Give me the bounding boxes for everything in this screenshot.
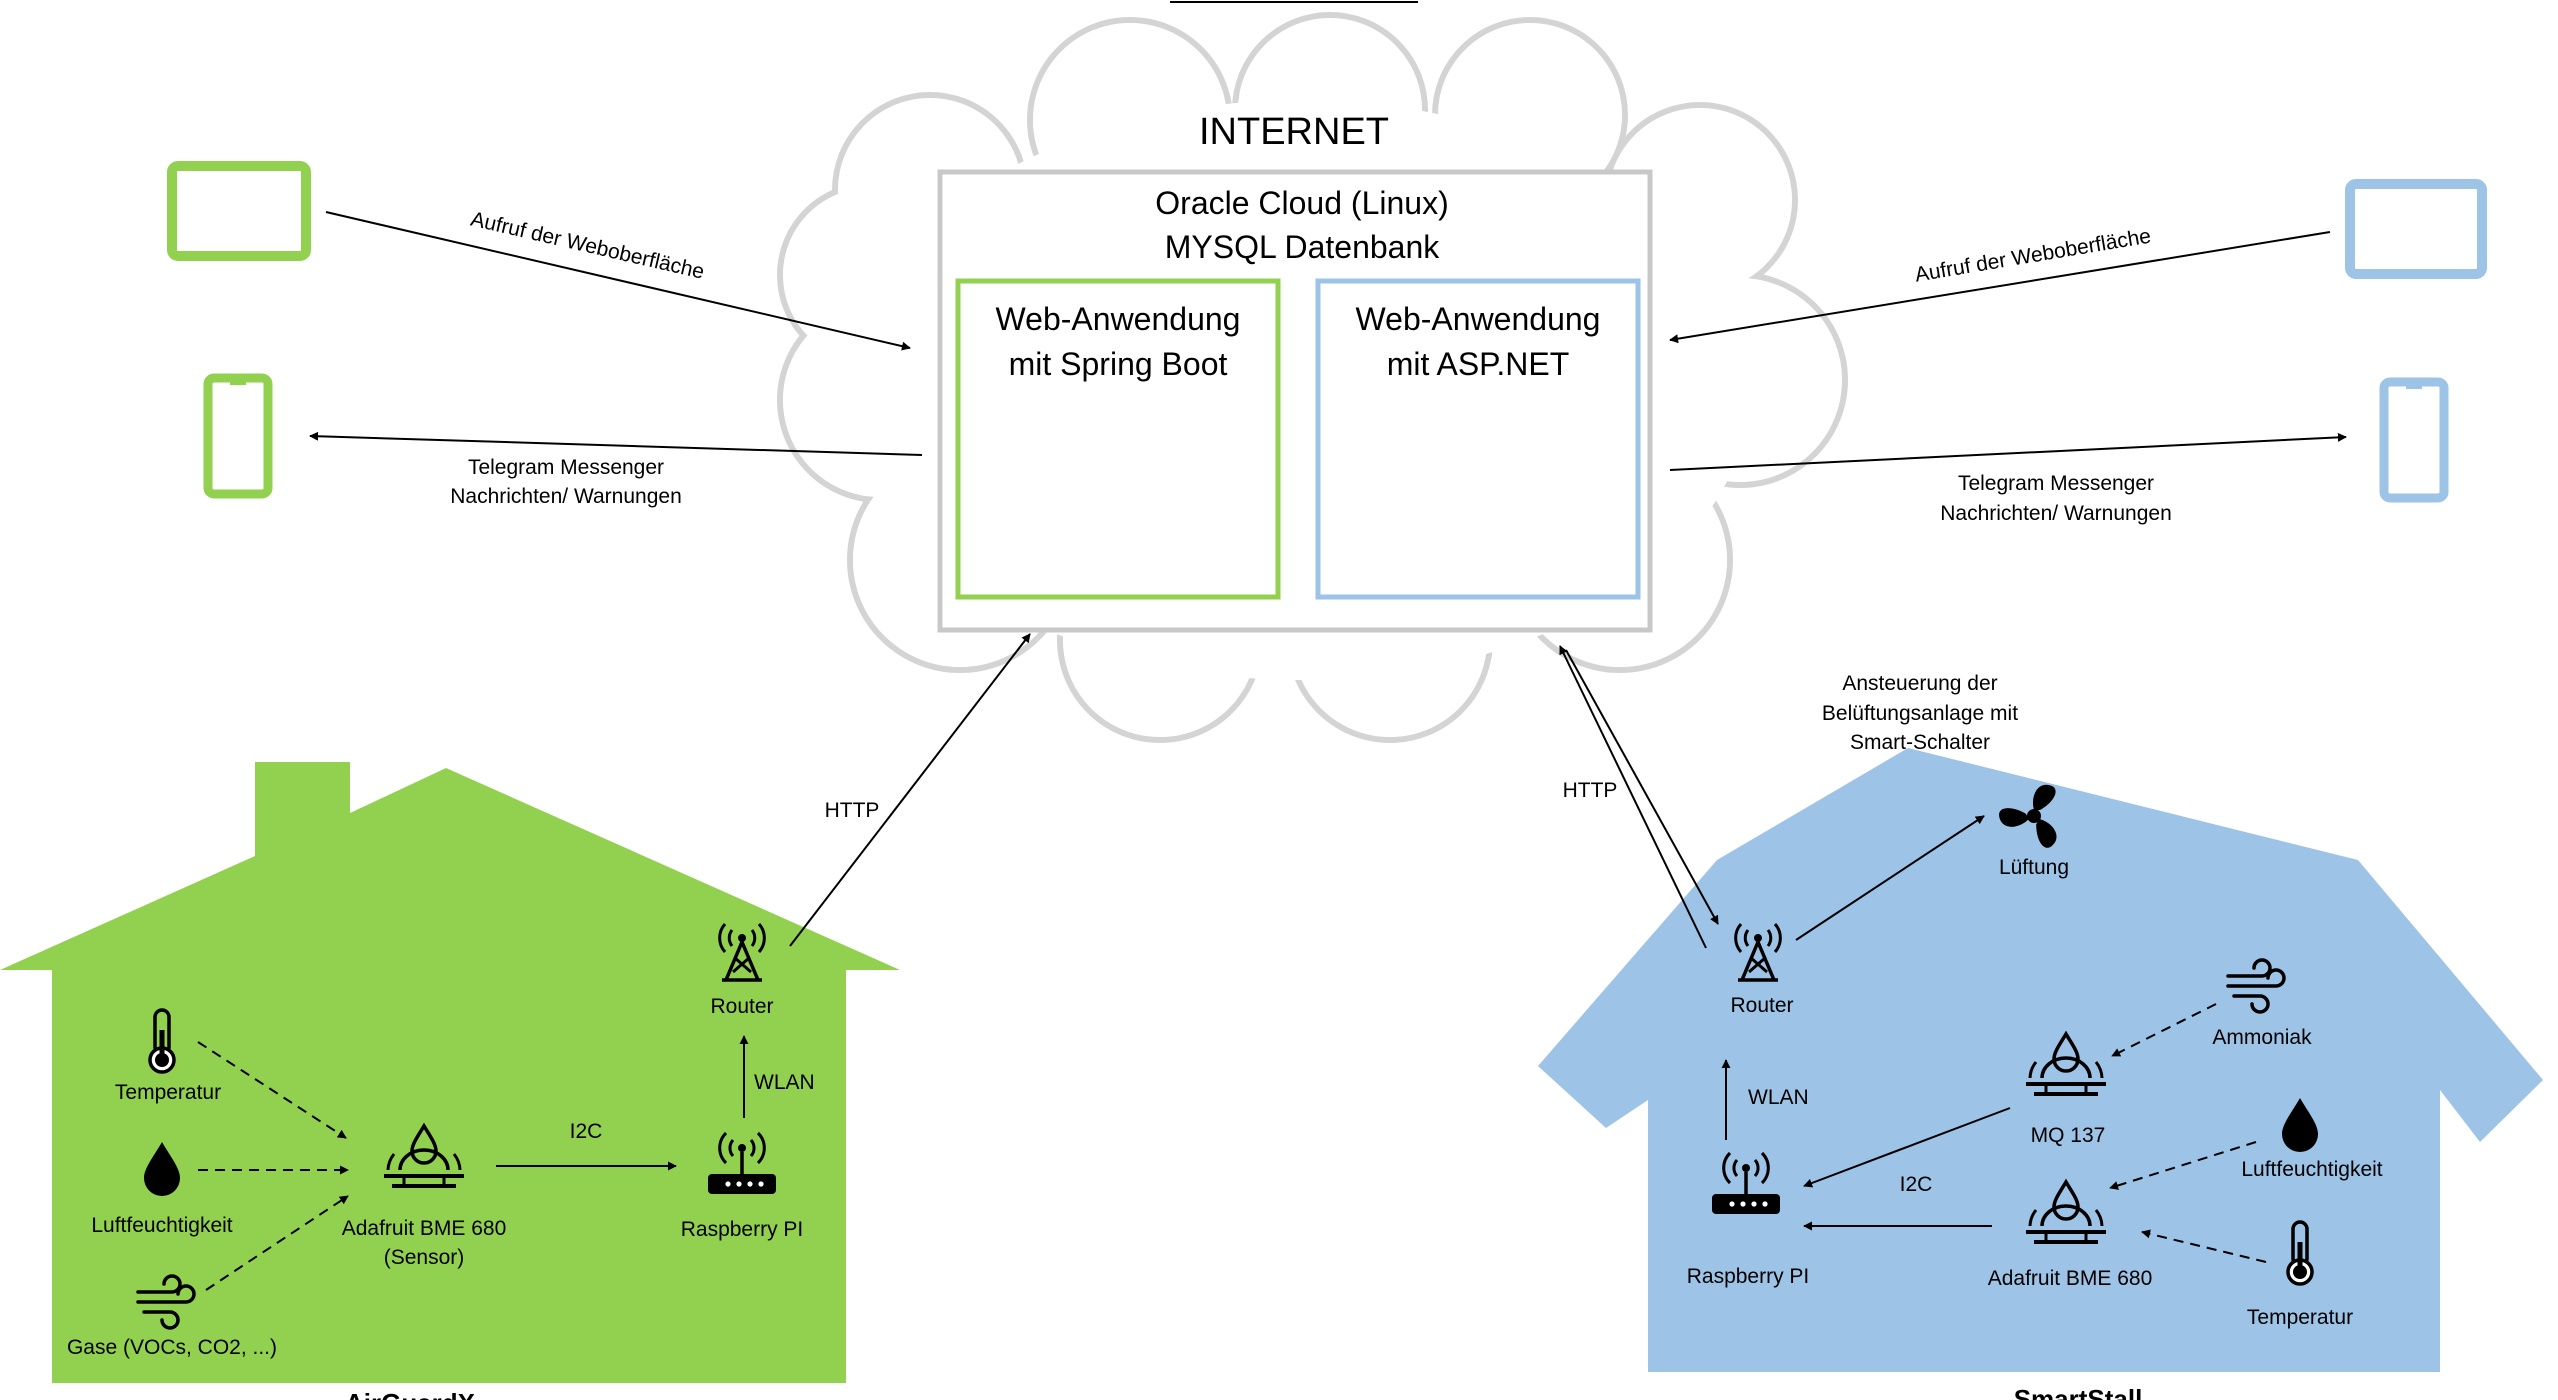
left-web-call-arrow: [325, 211, 911, 351]
smartstall-wlan-label: WLAN: [1748, 1086, 1809, 1109]
smartstall-ammonia-label: Ammoniak: [2212, 1026, 2312, 1049]
airguardx-house: [0, 762, 900, 1383]
spring-app-line2: mit Spring Boot: [1009, 346, 1228, 382]
router-to-cloud-arrow: [1559, 645, 1707, 949]
smartphone-icon: [203, 373, 273, 499]
smartstall-temperature-label: Temperatur: [2247, 1306, 2353, 1329]
airguardx-gases-label: Gase (VOCs, CO2, ...): [67, 1336, 277, 1359]
smartstall-humidity-label: Luftfeuchtigkeit: [2241, 1158, 2382, 1181]
smartstall-house: [1538, 748, 2543, 1372]
airguardx-temperature-label: Temperatur: [115, 1081, 221, 1104]
airguardx-raspberry-label: Raspberry PI: [681, 1218, 804, 1241]
aspnet-app-line2: mit ASP.NET: [1387, 346, 1570, 382]
server-title-line2: MYSQL Datenbank: [1165, 229, 1441, 265]
smartstall-router-label: Router: [1730, 994, 1793, 1017]
cloud-to-router-arrow: [1565, 649, 1719, 925]
internet-title: INTERNET: [1199, 111, 1389, 153]
airguardx-http-label: HTTP: [825, 799, 880, 822]
right-web-call-label: Aufruf der Weboberfläche: [1913, 225, 2152, 287]
smartstall-i2c-label: I2C: [1900, 1173, 1933, 1196]
mq-to-pi-arrow: [1803, 1107, 2011, 1188]
aspnet-app-box: [1315, 278, 1641, 600]
airguardx-wlan-label: WLAN: [754, 1071, 815, 1094]
airguardx-sensor-line2: (Sensor): [384, 1246, 465, 1269]
right-telegram-line2: Nachrichten/ Warnungen: [1940, 502, 2172, 525]
right-web-call-arrow: [1669, 231, 2331, 344]
left-telegram-line2: Nachrichten/ Warnungen: [450, 485, 682, 508]
aspnet-app-line1: Web-Anwendung: [1356, 301, 1601, 337]
gases-to-sensor-arrow: [205, 1195, 349, 1291]
smartstall-control-line2: Belüftungsanlage mit: [1822, 702, 2018, 725]
smartstall-mq-label: MQ 137: [2031, 1124, 2106, 1147]
airguardx-sensor-line1: Adafruit BME 680: [342, 1217, 507, 1240]
smartstall-http-label: HTTP: [1563, 779, 1618, 802]
airguardx-name: AirGuardX: [345, 1388, 476, 1400]
spring-boot-app-box: [955, 278, 1281, 600]
right-telegram-line1: Telegram Messenger: [1958, 472, 2154, 495]
smartphone-icon: [2379, 377, 2449, 503]
ammonia-to-mq-arrow: [2111, 1003, 2217, 1057]
airguardx-humidity-label: Luftfeuchtigkeit: [91, 1214, 232, 1237]
airguardx-i2c-label: I2C: [570, 1120, 603, 1143]
smartstall-raspberry-label: Raspberry PI: [1687, 1265, 1810, 1288]
smartstall-fan-label: Lüftung: [1999, 856, 2069, 879]
left-telegram-arrow: [309, 431, 923, 456]
humidity-to-bme-arrow: [2109, 1141, 2257, 1190]
tablet-icon: [2345, 179, 2487, 279]
temperature-to-bme-arrow: [2141, 1229, 2267, 1263]
router-to-fan-arrow: [1795, 815, 1985, 941]
left-telegram-line1: Telegram Messenger: [468, 456, 664, 479]
tablet-icon: [167, 161, 311, 261]
temperature-to-sensor-arrow: [197, 1041, 347, 1139]
smartstall-sensor-label: Adafruit BME 680: [1988, 1267, 2153, 1290]
smartstall-control-line1: Ansteuerung der: [1842, 672, 1997, 695]
server-title-line1: Oracle Cloud (Linux): [1155, 185, 1448, 221]
right-telegram-arrow: [1669, 432, 2347, 471]
smartstall-control-line3: Smart-Schalter: [1850, 731, 1990, 754]
airguardx-router-label: Router: [710, 995, 773, 1018]
smartstall-name: SmartStall: [2014, 1384, 2143, 1400]
airguardx-http-arrow: [789, 633, 1031, 947]
spring-app-line1: Web-Anwendung: [996, 301, 1241, 337]
